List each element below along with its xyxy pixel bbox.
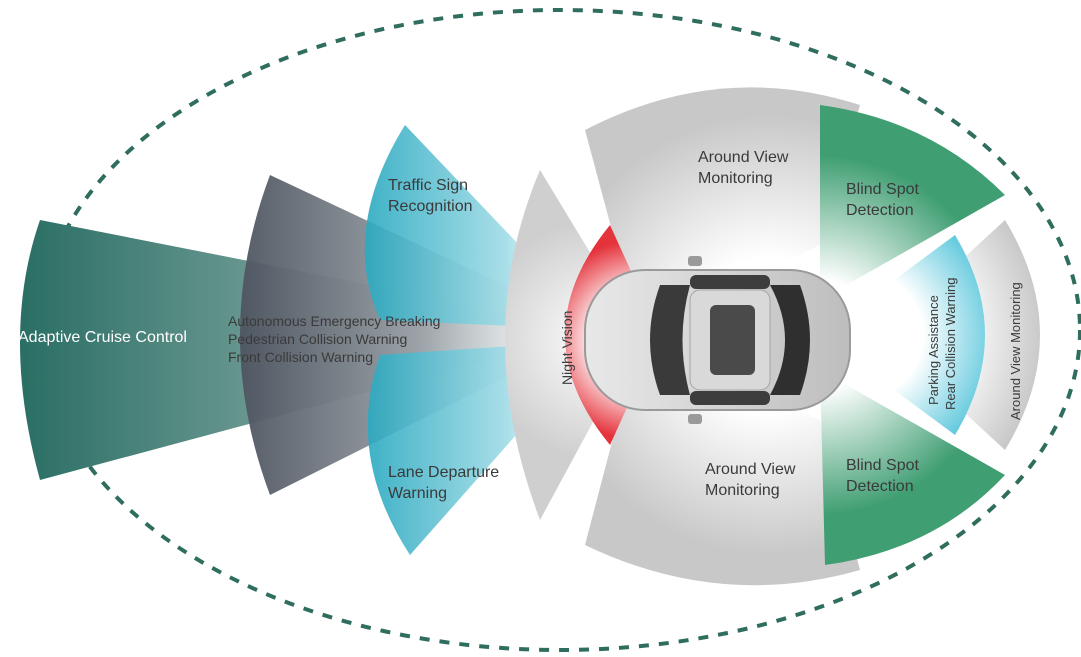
blind-spot-bottom-sector xyxy=(820,370,1005,565)
label-parking-assistance: Parking Assistance xyxy=(926,295,941,405)
label-aeb-line3: Front Collision Warning xyxy=(228,349,373,365)
coverage-ellipse xyxy=(38,8,1081,652)
label-around-view-bottom-line2: Monitoring xyxy=(705,482,780,499)
label-adaptive-cruise-control: Adaptive Cruise Control xyxy=(18,329,187,346)
label-aeb-line1: Autonomous Emergency Breaking xyxy=(228,313,440,329)
label-blind-spot-top-line1: Blind Spot xyxy=(846,181,919,198)
label-rear-collision-warning: Rear Collision Warning xyxy=(943,278,958,410)
label-around-view-rear: Around View Monitoring xyxy=(1008,282,1023,420)
label-blind-spot-top-line2: Detection xyxy=(846,202,914,219)
label-around-view-top-line1: Around View xyxy=(698,149,789,166)
label-around-view-top-line2: Monitoring xyxy=(698,170,773,187)
label-ldw-line2: Warning xyxy=(388,485,447,502)
label-blind-spot-bottom-line2: Detection xyxy=(846,478,914,495)
label-around-view-bottom-line1: Around View xyxy=(705,461,796,478)
label-tsr-line1: Traffic Sign xyxy=(388,177,468,194)
blind-spot-top-sector xyxy=(820,105,1005,300)
label-ldw-line1: Lane Departure xyxy=(388,464,499,481)
label-blind-spot-bottom-line1: Blind Spot xyxy=(846,457,919,474)
label-night-vision: Night Vision xyxy=(559,311,575,385)
aeb-beam xyxy=(240,175,600,495)
car-top-view xyxy=(584,256,851,424)
label-tsr-line2: Recognition xyxy=(388,198,473,215)
label-aeb-line2: Pedestrian Collision Warning xyxy=(228,331,407,347)
parking-assistance-sector xyxy=(820,235,985,435)
